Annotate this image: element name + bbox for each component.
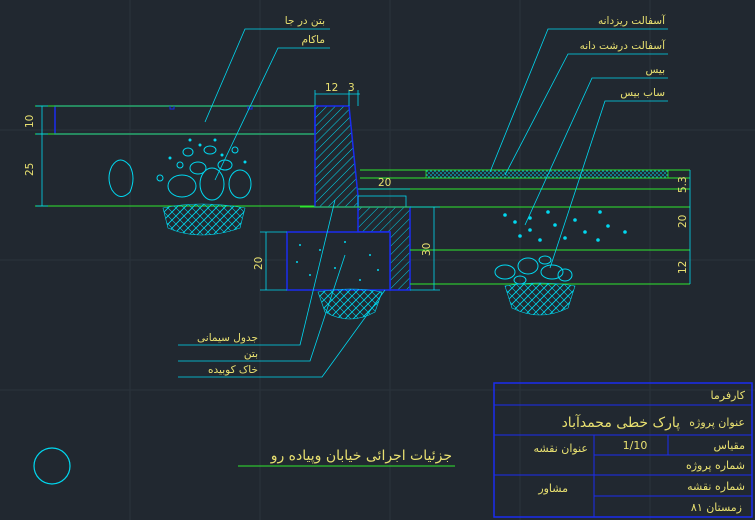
tb-project-number-label: شماره پروژه [686, 459, 745, 472]
dim-curb-12: 12 [325, 82, 338, 94]
label-fine-asphalt: آسفالت ریزدانه [598, 14, 666, 27]
dim-footing-30: 30 [421, 243, 433, 256]
drawing-title: جزئیات اجرائی خیابان وپیاده رو [270, 448, 452, 464]
dim-gutter-20: 20 [378, 177, 391, 189]
concrete-curb [314, 105, 359, 208]
label-concrete: بتن [244, 348, 258, 360]
leader-lines [178, 28, 668, 378]
label-concrete-in-place: بتن در جا [285, 15, 325, 27]
label-coarse-asphalt: آسفالت درشت دانه [580, 39, 666, 52]
dim-right-12: 12 [677, 261, 689, 274]
dim-left-mid: 25 [24, 163, 36, 176]
dim-curb-3: 3 [348, 82, 355, 94]
road-gravel [503, 210, 627, 242]
macadam-stones [108, 145, 252, 201]
tb-project-title-value: پارک خطی محمدآباد [562, 414, 681, 431]
sidewalk-soil [162, 203, 246, 236]
dimension-lines [36, 90, 691, 291]
dim-right-20: 20 [677, 215, 689, 228]
label-compacted-soil: خاک کوبیده [208, 364, 258, 376]
label-base: بیس [646, 64, 665, 76]
label-subbase: ساب بیس [620, 87, 665, 99]
tb-scale-label: مقیاس [713, 439, 745, 452]
concrete-footing [286, 231, 391, 291]
tb-scale-value: 1/10 [623, 439, 648, 452]
title-block: کارفرما عنوان پروژه پارک خطی محمدآباد عن… [493, 382, 753, 518]
dim-left-top: 10 [24, 115, 36, 128]
footing-dots [296, 241, 379, 281]
curb-section [286, 105, 411, 320]
tb-project-title-label: عنوان پروژه [689, 416, 745, 429]
fine-asphalt-layer [425, 169, 669, 179]
dim-right-53: 5.3 [677, 176, 689, 193]
road-section [300, 169, 690, 316]
label-concrete-curb: جدول سیمانی [197, 332, 258, 344]
tb-sheet-number-label: شماره نقشه [687, 480, 745, 493]
north-symbol [33, 447, 71, 485]
layer-labels: بتن در جا ماکام آسفالت ریزدانه آسفالت در… [197, 14, 666, 376]
dimension-text: 10 25 12 3 20 30 20 5.3 20 12 [24, 82, 689, 274]
curb-base-step [357, 195, 407, 208]
road-soil [504, 282, 576, 316]
sidewalk-gravel [168, 138, 247, 164]
sidewalk-section [35, 105, 316, 236]
tb-consultant-label: مشاور [537, 482, 568, 495]
label-macadam: ماکام [301, 34, 325, 46]
tb-date-value: زمستان ۸۱ [691, 501, 742, 514]
tb-client-label: کارفرما [711, 389, 746, 402]
tb-sheet-title-label: عنوان نقشه [533, 442, 588, 455]
footing-soil [317, 288, 383, 320]
dim-footing-20: 20 [253, 257, 265, 270]
